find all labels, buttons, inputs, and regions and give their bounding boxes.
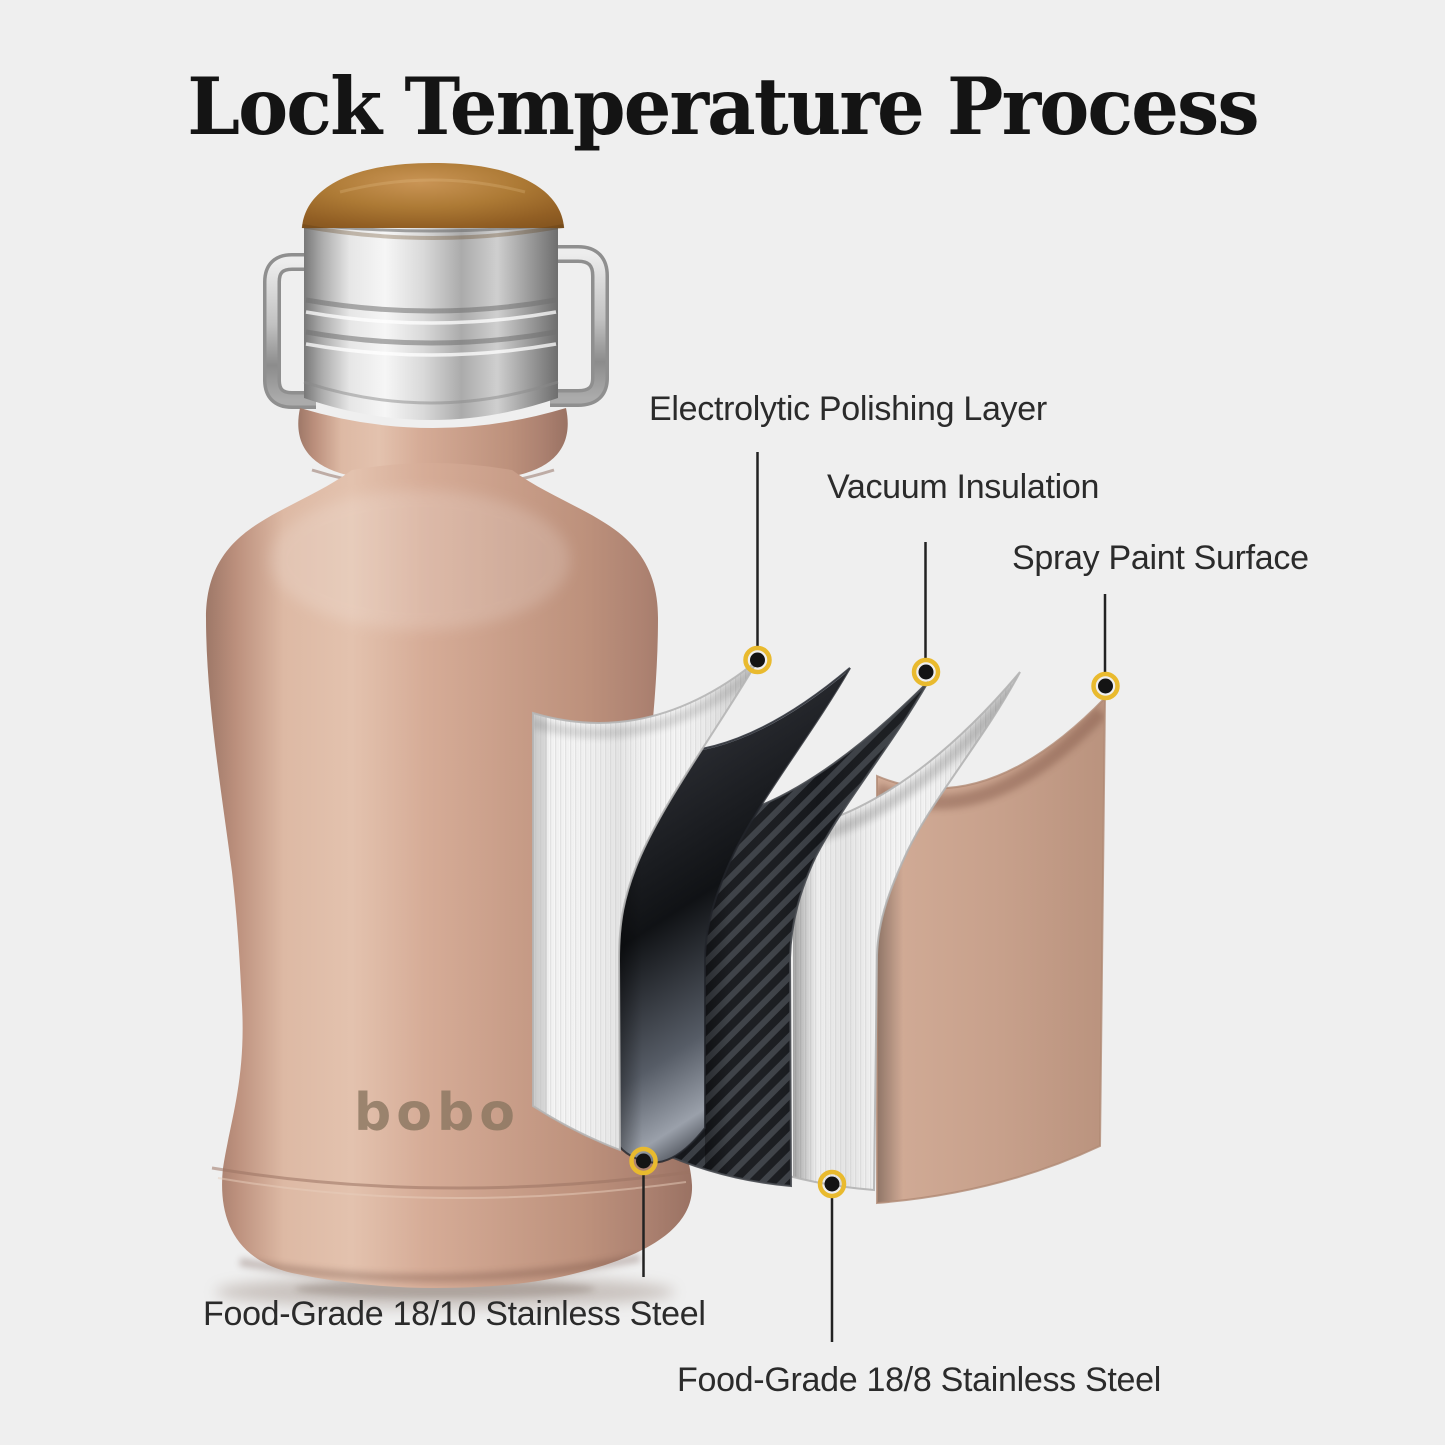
bottle-handle-right: [550, 245, 609, 407]
callout-dot-steel-18-8: [817, 1169, 847, 1199]
bamboo-lid-grain: [339, 178, 526, 194]
bamboo-lid: [302, 163, 564, 228]
callout-dots: [629, 645, 1120, 1199]
callout-markers: [642, 452, 1107, 1342]
label-spray-paint-surface: Spray Paint Surface: [1012, 539, 1309, 577]
bottle-base-crease: [211, 1166, 691, 1190]
label-vacuum-insulation: Vacuum Insulation: [827, 468, 1100, 506]
page-title: Lock Temperature Process: [187, 60, 1259, 153]
brand-logo: bobo: [354, 1083, 520, 1143]
callout-dot-spray: [1091, 671, 1120, 701]
label-food-grade-18-10-stainless-steel: Food-Grade 18/10 Stainless Steel: [203, 1295, 706, 1333]
bottle-handle-left: [263, 253, 316, 409]
callout-dot-steel-18-10: [629, 1146, 658, 1176]
callout-dot-vacuum: [911, 657, 941, 687]
label-electrolytic-polishing-layer: Electrolytic Polishing Layer: [649, 390, 1047, 428]
bottle-base-crease-highlight: [217, 1177, 687, 1200]
layer-electrolytic-polishing: [532, 659, 759, 1151]
label-food-grade-18-8-stainless-steel: Food-Grade 18/8 Stainless Steel: [677, 1361, 1161, 1399]
bottle-bottom-rim-shade: [239, 1254, 641, 1283]
bottle-steel-collar: [304, 222, 558, 420]
callout-dot-electrolytic: [743, 645, 772, 675]
bottle-shoulder-highlight: [270, 490, 570, 630]
bamboo-lid-base-shade: [301, 224, 565, 240]
bottle-neck-ring: [298, 408, 568, 483]
